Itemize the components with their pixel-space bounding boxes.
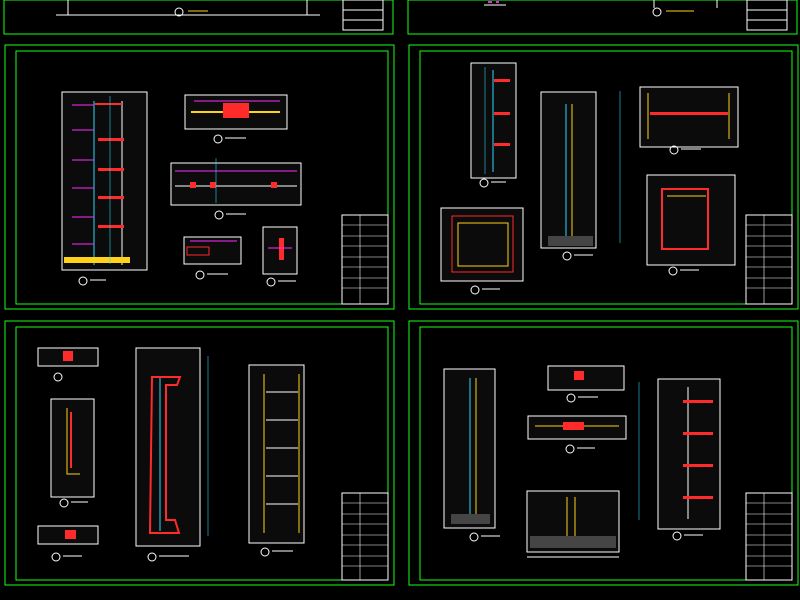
top-partial-sheets bbox=[3, 0, 798, 35]
sheet-middle-left bbox=[4, 44, 395, 310]
sheet-middle-right bbox=[408, 44, 799, 310]
annotation-lines bbox=[109, 67, 640, 536]
sheet-bottom-right bbox=[408, 320, 799, 586]
sheet-bottom-left bbox=[4, 320, 395, 586]
